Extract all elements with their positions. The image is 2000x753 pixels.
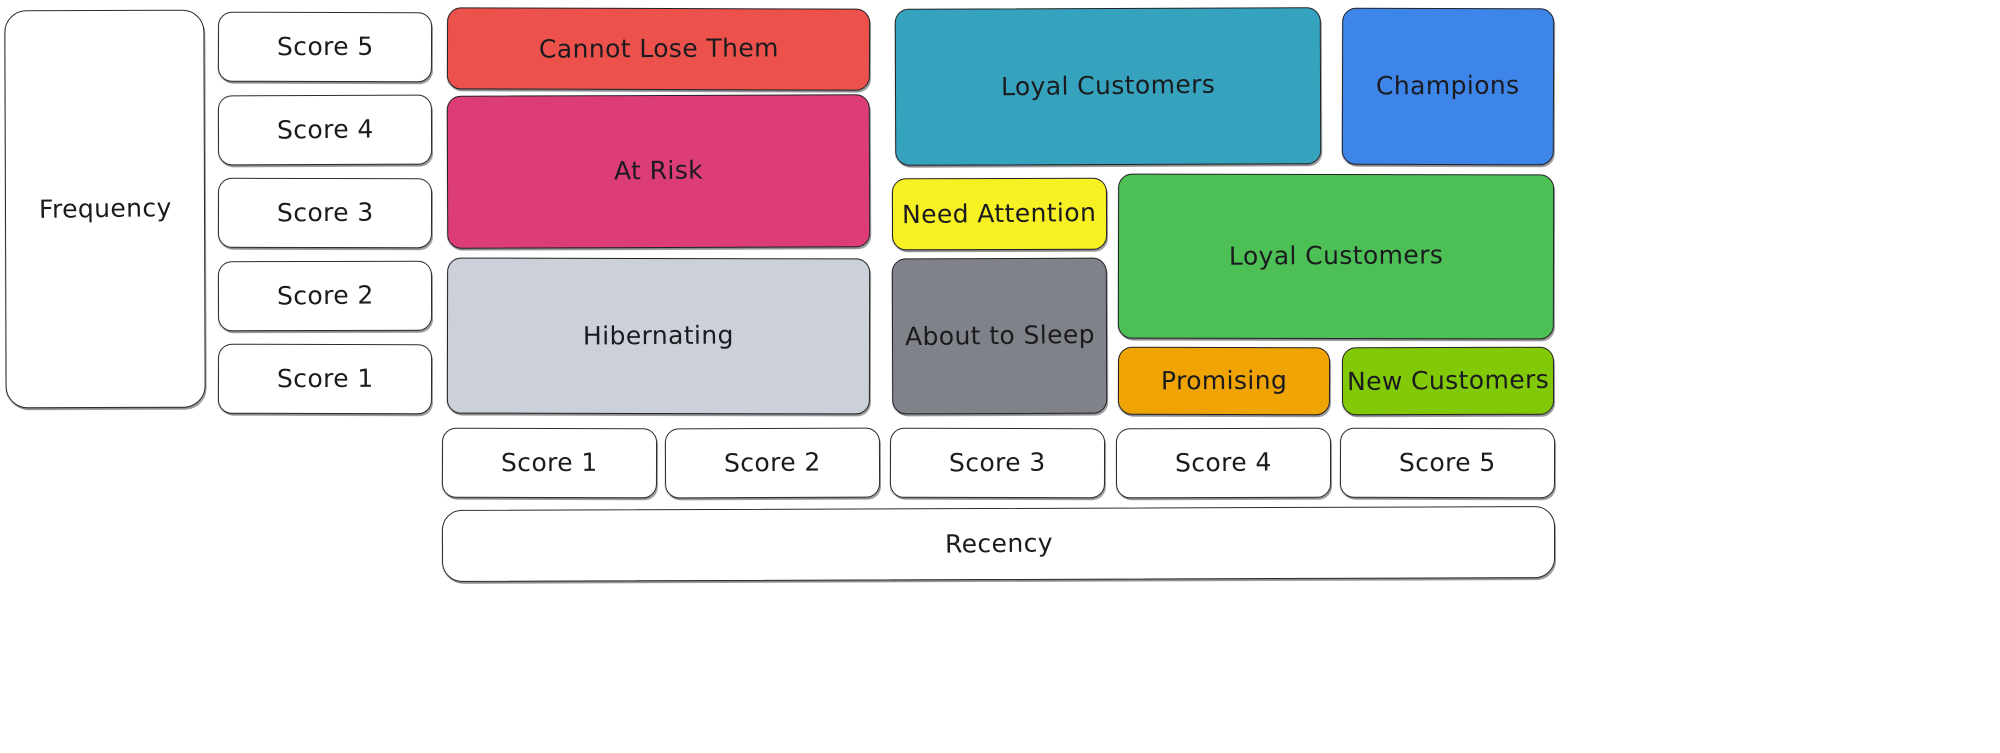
recency-score-4[interactable]: Score 4 xyxy=(1115,427,1332,499)
segment-promising-label: Promising xyxy=(1160,365,1288,395)
segment-loyal-customers-teal[interactable]: Loyal Customers xyxy=(894,7,1322,166)
frequency-score-1[interactable]: Score 1 xyxy=(217,343,433,415)
recency-score-2-label: Score 2 xyxy=(723,447,822,478)
segment-loyal-customers-green-label: Loyal Customers xyxy=(1228,240,1444,271)
recency-score-1[interactable]: Score 1 xyxy=(441,427,658,499)
recency-score-1-label: Score 1 xyxy=(501,447,598,477)
recency-axis-text: Recency xyxy=(944,527,1053,559)
segment-promising[interactable]: Promising xyxy=(1117,346,1331,416)
segment-hibernating[interactable]: Hibernating xyxy=(446,257,871,415)
recency-score-3[interactable]: Score 3 xyxy=(889,427,1106,499)
frequency-axis-text: Frequency xyxy=(38,192,172,224)
frequency-score-1-label: Score 1 xyxy=(276,363,374,393)
frequency-score-3-label: Score 3 xyxy=(276,197,374,227)
segment-at-risk-label: At Risk xyxy=(613,155,704,186)
segment-new-customers[interactable]: New Customers xyxy=(1341,346,1555,416)
recency-score-5-label: Score 5 xyxy=(1399,447,1496,477)
frequency-score-4[interactable]: Score 4 xyxy=(217,94,433,166)
recency-score-2[interactable]: Score 2 xyxy=(664,427,881,499)
segment-hibernating-label: Hibernating xyxy=(582,320,735,351)
segment-new-customers-label: New Customers xyxy=(1346,364,1550,396)
frequency-axis-label: Frequency xyxy=(4,9,206,409)
segment-about-to-sleep[interactable]: About to Sleep xyxy=(891,257,1108,415)
recency-score-3-label: Score 3 xyxy=(949,447,1046,477)
frequency-score-5[interactable]: Score 5 xyxy=(217,11,433,83)
segment-need-attention[interactable]: Need Attention xyxy=(891,177,1108,251)
frequency-score-2[interactable]: Score 2 xyxy=(217,260,433,332)
recency-axis-label: Recency xyxy=(441,506,1556,582)
recency-score-4-label: Score 4 xyxy=(1174,447,1272,478)
recency-score-5[interactable]: Score 5 xyxy=(1339,427,1556,499)
frequency-score-2-label: Score 2 xyxy=(276,280,374,311)
frequency-score-3[interactable]: Score 3 xyxy=(217,177,433,249)
frequency-score-5-label: Score 5 xyxy=(276,31,374,61)
segment-cannot-lose-them[interactable]: Cannot Lose Them xyxy=(446,7,871,91)
segment-champions[interactable]: Champions xyxy=(1341,7,1555,166)
segment-need-attention-label: Need Attention xyxy=(902,197,1097,229)
segment-at-risk[interactable]: At Risk xyxy=(446,94,871,249)
segment-cannot-lose-them-label: Cannot Lose Them xyxy=(538,32,779,64)
segment-loyal-customers-green[interactable]: Loyal Customers xyxy=(1117,173,1555,340)
segment-champions-label: Champions xyxy=(1376,70,1520,101)
segment-loyal-customers-teal-label: Loyal Customers xyxy=(1000,69,1216,102)
segment-about-to-sleep-label: About to Sleep xyxy=(904,319,1095,351)
frequency-score-4-label: Score 4 xyxy=(276,114,374,145)
